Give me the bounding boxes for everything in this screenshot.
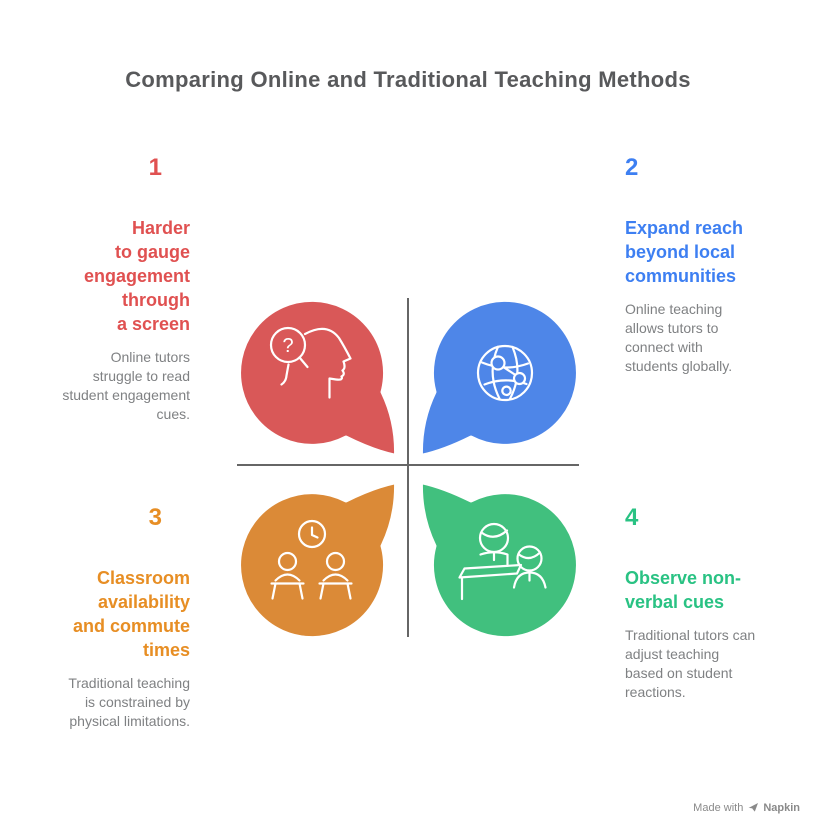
question-mark-glyph: ? (282, 335, 293, 357)
quadrant-1-text-block: 1 Harder to gauge engagement through a s… (38, 153, 190, 424)
quadrant-2-title: Expand reach beyond local communities (625, 218, 744, 286)
quadrant-4-text-block: 4 Observe non-verbal cues Traditional tu… (625, 503, 777, 702)
page-title: Comparing Online and Traditional Teachin… (125, 66, 691, 92)
quadrant-4-number: 4 (625, 504, 639, 531)
speech-bubble-orange (237, 480, 399, 641)
bubble-3-shape (237, 480, 399, 641)
quadrant-1-title: Harder to gauge engagement through a scr… (83, 218, 190, 334)
quadrant-2-number: 2 (625, 154, 639, 181)
globe-network-icon (476, 344, 534, 402)
bubble-4-shape (418, 480, 580, 641)
speech-bubble-red: ? (237, 297, 399, 458)
napkin-pen-icon (748, 803, 759, 812)
quadrant-1-description: Online tutors struggle to read student e… (62, 349, 190, 422)
quadrant-3-description: Traditional teaching is constrained by p… (68, 675, 190, 729)
vertical-divider-line (407, 298, 409, 637)
quadrant-3-text-block: 3 Classroom availability and commute tim… (38, 503, 190, 731)
made-with-napkin-credit: Made with Napkin (693, 801, 800, 815)
made-with-label: Made with (693, 802, 744, 814)
quadrant-1-number: 1 (148, 154, 162, 181)
head-question-magnifier-icon: ? (269, 326, 352, 399)
napkin-brand-label: Napkin (763, 802, 800, 814)
teacher-student-desk-icon (458, 522, 547, 601)
quadrant-3-title: Classroom availability and commute times (72, 568, 190, 660)
bubble-1-shape (237, 297, 399, 458)
speech-bubble-green (418, 480, 580, 641)
bubble-2-shape (418, 297, 580, 458)
quadrant-4-description: Traditional tutors can adjust teaching b… (625, 627, 756, 700)
classroom-clock-students-icon (270, 519, 353, 600)
speech-bubble-blue (418, 297, 580, 458)
quadrant-2-description: Online teaching allows tutors to connect… (625, 301, 733, 374)
quadrant-3-number: 3 (148, 504, 162, 531)
quadrant-2-text-block: 2 Expand reach beyond local communities … (625, 153, 777, 376)
quadrant-4-title: Observe non-verbal cues (625, 568, 742, 612)
